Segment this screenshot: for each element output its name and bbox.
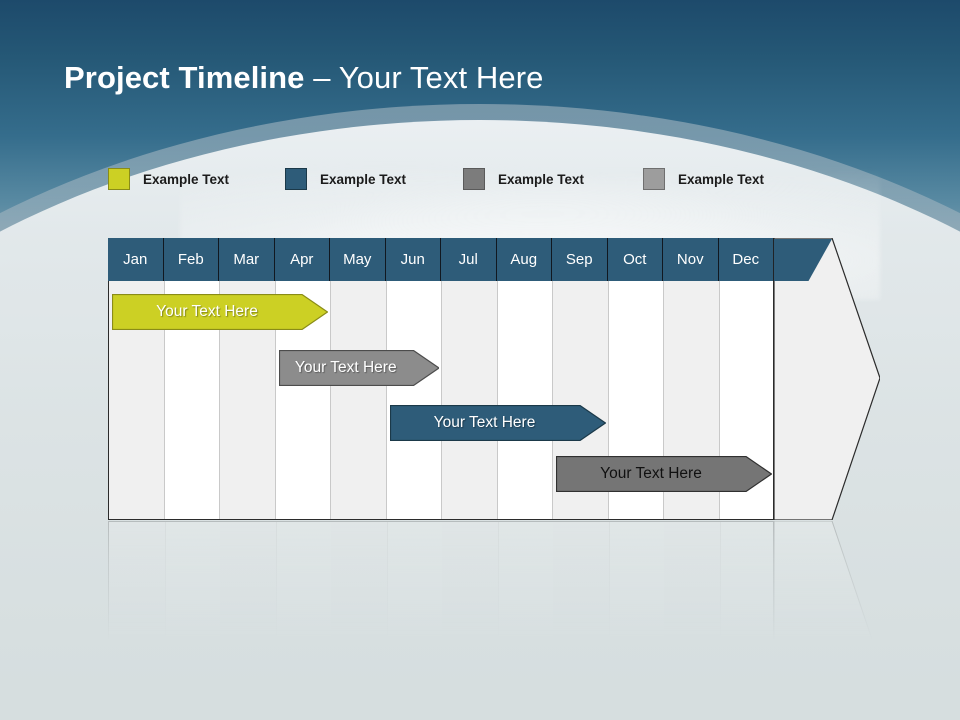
month-header-jan[interactable]: Jan — [108, 238, 164, 281]
month-column-aug — [498, 239, 553, 519]
month-header-may[interactable]: May — [330, 238, 386, 281]
month-column-mar — [220, 239, 276, 519]
month-header-tail — [774, 238, 832, 281]
page-title-separator: – — [304, 60, 339, 95]
page-title-rest: Your Text Here — [338, 60, 544, 95]
month-header-oct[interactable]: Oct — [608, 238, 663, 281]
month-header-dec[interactable]: Dec — [719, 238, 774, 281]
legend-label: Example Text — [678, 171, 765, 187]
month-header-jun[interactable]: Jun — [386, 238, 441, 281]
timeline-bar-3[interactable]: Your Text Here — [389, 405, 606, 441]
month-column-oct — [609, 239, 664, 519]
month-header-nov[interactable]: Nov — [663, 238, 719, 281]
legend-label: Example Text — [498, 171, 585, 187]
legend-swatch-icon — [463, 168, 485, 190]
bar-arrow-shape — [278, 350, 439, 386]
legend-item-3[interactable]: Example Text — [463, 168, 584, 190]
bar-arrow-shape — [556, 456, 772, 492]
timeline-bar-1[interactable]: Your Text Here — [112, 294, 328, 330]
month-column-jan — [109, 239, 165, 519]
bar-arrow-shape — [112, 294, 328, 330]
month-header-feb[interactable]: Feb — [164, 238, 219, 281]
legend-item-1[interactable]: Example Text — [108, 168, 229, 190]
legend-label: Example Text — [320, 171, 407, 187]
month-header-sep[interactable]: Sep — [552, 238, 608, 281]
legend: Example Text Example Text Example Text Exam… — [108, 168, 868, 196]
month-header-jul[interactable]: Jul — [441, 238, 497, 281]
legend-item-2[interactable]: Example Text — [285, 168, 406, 190]
month-header-apr[interactable]: Apr — [275, 238, 330, 281]
legend-swatch-icon — [643, 168, 665, 190]
month-header-aug[interactable]: Aug — [497, 238, 552, 281]
legend-swatch-icon — [108, 168, 130, 190]
month-column-feb — [165, 239, 220, 519]
page-title: Project Timeline – Your Text Here — [64, 60, 543, 96]
page-title-bold: Project Timeline — [64, 60, 305, 95]
timeline-bar-label: Your Text Here — [600, 465, 702, 482]
month-header-mar[interactable]: Mar — [219, 238, 275, 281]
timeline-bar-label: Your Text Here — [433, 414, 536, 431]
timeline-bar-label: Your Text Here — [156, 303, 258, 320]
month-column-jul — [442, 239, 498, 519]
timeline-bar-label: Your Text Here — [294, 359, 397, 376]
month-column-jun — [387, 239, 442, 519]
timeline-bar-2[interactable]: Your Text Here — [278, 350, 439, 386]
legend-swatch-icon — [285, 168, 307, 190]
timeline-bar-4[interactable]: Your Text Here — [556, 456, 772, 492]
bar-arrow-shape — [389, 405, 606, 441]
legend-label: Example Text — [143, 171, 230, 187]
legend-item-4[interactable]: Example Text — [643, 168, 764, 190]
